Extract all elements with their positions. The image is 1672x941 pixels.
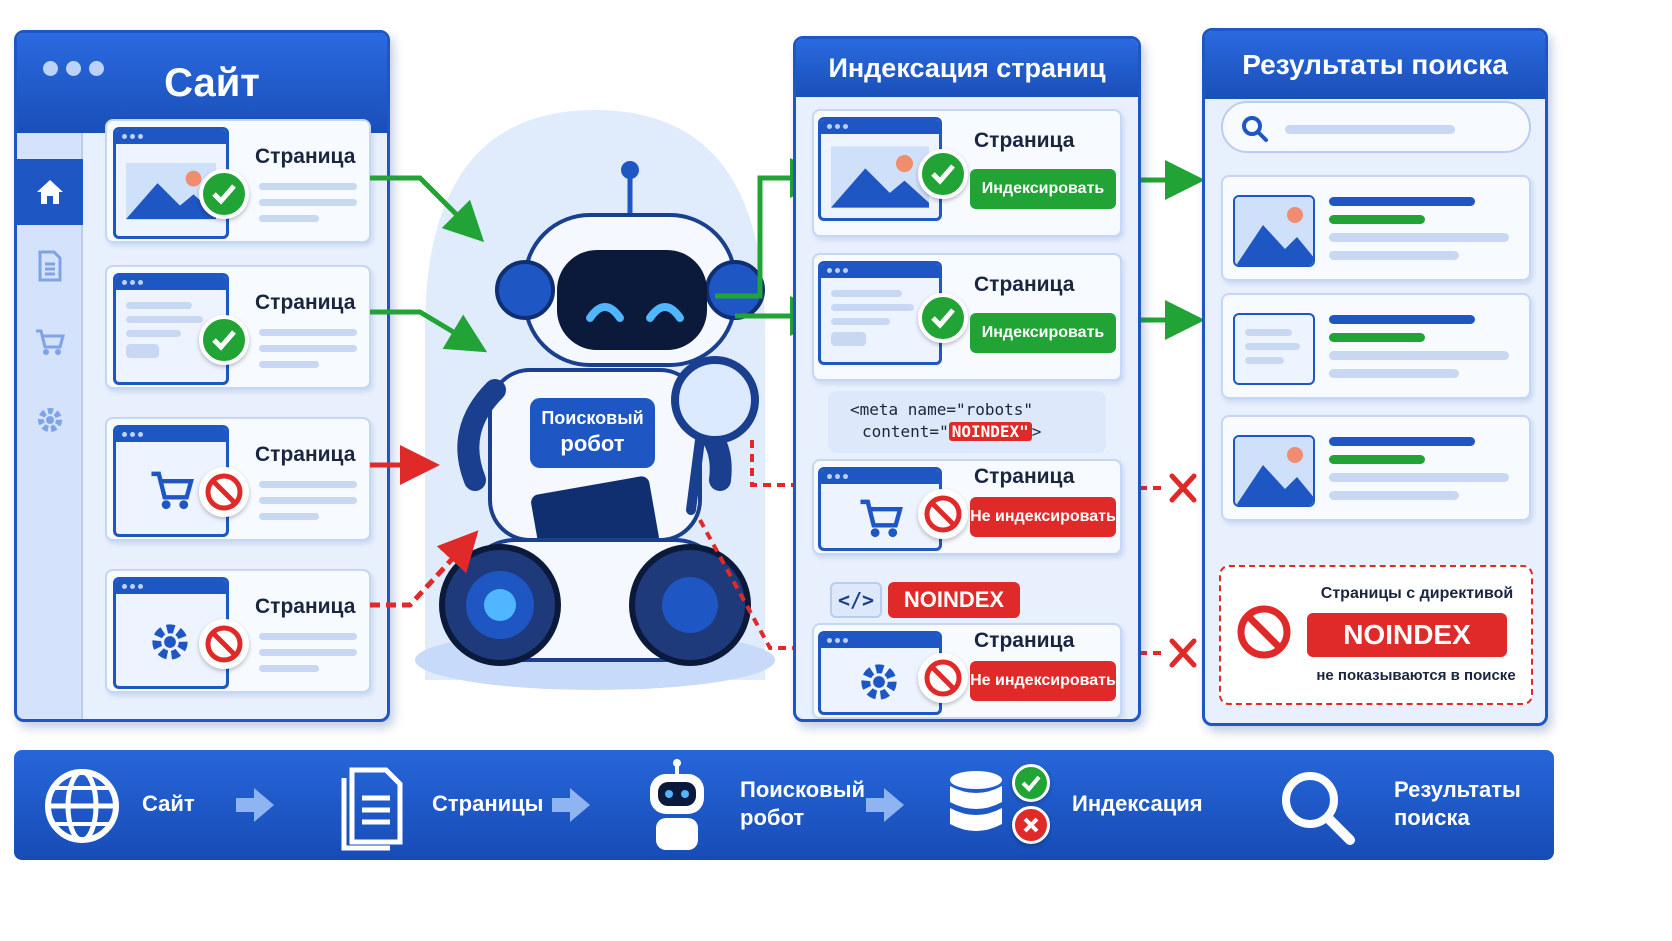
results-panel-title: Результаты поиска <box>1242 49 1508 80</box>
check-icon <box>1012 764 1050 802</box>
cart-icon <box>860 499 903 538</box>
page-label: Страница <box>255 145 356 168</box>
search-result-card[interactable] <box>1221 175 1531 281</box>
result-thumbnail <box>1233 195 1315 267</box>
search-result-card[interactable] <box>1221 415 1531 521</box>
robot-label: Поисковый робот <box>530 405 655 457</box>
cart-icon <box>36 329 65 355</box>
robot-label-line1: Поисковый <box>541 408 644 428</box>
site-panel-title: Сайт <box>164 60 260 105</box>
cart-icon <box>151 471 194 510</box>
check-icon <box>918 149 968 199</box>
sidebar-item-document[interactable] <box>17 233 83 299</box>
html-tag-badge: </> <box>830 582 882 618</box>
notice-line1: Страницы с директивой <box>1320 585 1514 602</box>
arrow-right-icon <box>552 788 590 822</box>
results-panel: Результаты поиска Страницы с директивой … <box>1202 28 1548 726</box>
document-icon <box>38 250 62 282</box>
result-thumbnail <box>1233 313 1315 385</box>
robot-icon <box>642 758 712 854</box>
blocked-icon <box>199 467 249 517</box>
page-label: Страница <box>255 291 356 314</box>
flow-step-robot: Поисковый робот <box>586 750 922 860</box>
results-panel-header: Результаты поиска <box>1205 31 1545 99</box>
flow-step-results: Результаты поиска <box>1214 750 1554 860</box>
indexing-page-card[interactable]: Страница Не индексировать <box>812 459 1122 555</box>
flow-label-site: Сайт <box>142 791 195 816</box>
noindex-button[interactable]: Не индексировать <box>970 497 1116 537</box>
search-icon <box>1282 772 1355 845</box>
image-icon <box>1235 437 1313 505</box>
check-icon <box>199 315 249 365</box>
gear-icon <box>152 624 188 660</box>
result-thumbnail <box>1233 435 1315 507</box>
arrow-right-icon <box>866 788 904 822</box>
page-label: Страница <box>974 273 1075 296</box>
indexing-page-card[interactable]: Страница Не индексировать <box>812 623 1122 719</box>
flow-step-pages: Страницы <box>282 750 618 860</box>
page-label: Страница <box>255 595 356 618</box>
check-icon <box>199 169 249 219</box>
noindex-notice: Страницы с директивой NOINDEX не показыв… <box>1219 565 1533 705</box>
notice-noindex-badge: NOINDEX <box>1307 613 1507 657</box>
index-button[interactable]: Индексировать <box>970 313 1116 353</box>
search-input[interactable] <box>1221 101 1531 153</box>
search-icon <box>1242 116 1268 142</box>
window-dots <box>43 61 104 76</box>
noindex-button[interactable]: Не индексировать <box>970 661 1116 701</box>
blocked-icon <box>1233 601 1295 663</box>
flow-label-robot: Поисковый робот <box>740 777 866 830</box>
globe-icon <box>42 766 122 846</box>
home-icon <box>37 180 63 204</box>
meta-code-line2: content="NOINDEX"> <box>862 422 1042 441</box>
noindex-tag: NOINDEX <box>888 582 1020 618</box>
site-sidebar <box>17 133 83 719</box>
site-page-card[interactable]: Страница <box>105 265 371 389</box>
sidebar-item-cart[interactable] <box>17 309 83 375</box>
indexing-panel-header: Индексация страниц <box>796 39 1138 97</box>
blocked-icon <box>918 489 968 539</box>
check-icon <box>918 293 968 343</box>
site-page-card[interactable]: Страница <box>105 569 371 693</box>
blocked-icon <box>918 653 968 703</box>
image-icon <box>1235 197 1313 265</box>
gear-icon <box>38 408 62 432</box>
index-button[interactable]: Индексировать <box>970 169 1116 209</box>
process-flow: Сайт Страницы Поисковый робот Индексация… <box>14 750 1654 860</box>
arrow-right-icon <box>236 788 274 822</box>
meta-code-line1: <meta name="robots" <box>850 400 1034 419</box>
page-label: Страница <box>974 629 1075 652</box>
notice-line2: не показываются в поиске <box>1316 667 1516 684</box>
indexing-panel-title: Индексация страниц <box>828 52 1106 83</box>
meta-noindex-value: NOINDEX" <box>948 422 1032 441</box>
search-result-card[interactable] <box>1221 293 1531 399</box>
pages-icon <box>338 764 408 848</box>
database-icon <box>946 768 1016 846</box>
sidebar-item-home[interactable] <box>17 159 83 225</box>
robot-label-line2: робот <box>560 431 625 456</box>
image-icon <box>831 146 929 208</box>
flow-step-site: Сайт <box>14 750 314 860</box>
sidebar-item-settings[interactable] <box>17 387 83 453</box>
page-label: Страница <box>974 465 1075 488</box>
site-panel-header: Сайт <box>17 33 387 133</box>
meta-robots-code: <meta name="robots" content="NOINDEX"> <box>828 391 1106 453</box>
flow-label-pages: Страницы <box>432 791 544 816</box>
site-page-card[interactable]: Страница <box>105 119 371 243</box>
flow-label-results: Результаты поиска <box>1394 777 1521 830</box>
page-label: Страница <box>255 443 356 466</box>
page-label: Страница <box>974 129 1075 152</box>
flow-step-indexing: Индексация <box>890 750 1246 860</box>
cross-icon <box>1012 806 1050 844</box>
blocked-icon <box>199 619 249 669</box>
site-page-card[interactable]: Страница <box>105 417 371 541</box>
robot-illustration: Поисковый робот <box>395 100 790 700</box>
gear-icon <box>861 664 897 700</box>
flow-label-indexing: Индексация <box>1072 791 1203 816</box>
